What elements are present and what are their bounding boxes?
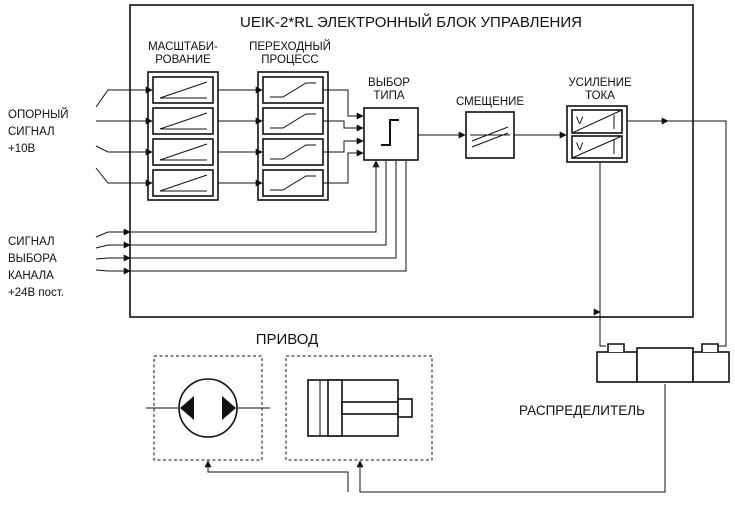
step-ramp-icon <box>270 113 316 129</box>
transition-label-2: ПРОЦЕСС <box>261 54 318 66</box>
valve-label: РАСПРЕДЕЛИТЕЛЬ <box>519 403 645 418</box>
directional-valve <box>596 343 730 383</box>
amplifier-block: УСИЛЕНИЕ ТОКА V V <box>566 77 632 163</box>
transition-block: ПЕРЕХОДНЫЙ ПРОЦЕСС <box>249 40 331 201</box>
reference-signal-label: ОПОРНЫЙ СИГНАЛ +10В <box>8 108 69 155</box>
scaling-block: МАСШТАБИ- РОВАНИЕ <box>147 41 219 201</box>
ref-label-2: СИГНАЛ <box>8 126 55 138</box>
ramp-icon <box>159 143 208 161</box>
ramp-icon <box>159 112 208 130</box>
cylinder-unit <box>285 355 433 461</box>
solenoid-right <box>701 343 719 352</box>
transition-cell-1 <box>262 76 324 104</box>
ramp-icon <box>159 81 208 99</box>
diagram-title: UEIK-2*RL ЭЛЕКТРОННЫЙ БЛОК УПРАВЛЕНИЯ <box>240 13 582 31</box>
ref-label-3: +10В <box>8 143 36 155</box>
valve-section-right <box>692 351 730 383</box>
offset-block: СМЕЩЕНИЕ <box>456 96 524 159</box>
transition-label-1: ПЕРЕХОДНЫЙ <box>249 40 331 53</box>
type-select-label-1: ВЫБОР <box>368 77 410 89</box>
type-select-label-2: ТИПА <box>373 90 405 102</box>
transition-cell-3 <box>262 138 324 166</box>
hydraulic-motor-icon <box>178 378 238 438</box>
scaling-to-transition-lines <box>218 86 263 187</box>
transition-cell-2 <box>262 107 324 135</box>
sel-label-4: +24В пост. <box>8 287 64 299</box>
amp-out-a-line <box>668 120 727 347</box>
cylinder-frame <box>285 355 433 461</box>
amp-out-b-line-2 <box>599 312 606 347</box>
amplifier-label-1: УСИЛЕНИЕ <box>568 77 632 89</box>
step-ramp-icon <box>270 144 316 160</box>
scaling-label-2: РОВАНИЕ <box>155 54 211 66</box>
reference-input-lines <box>95 86 153 187</box>
amplifier-label-2: ТОКА <box>585 90 615 102</box>
scaling-cell-2 <box>152 107 214 135</box>
solenoid-left <box>607 343 625 352</box>
drive-title: ПРИВОД <box>256 331 319 348</box>
valve-section-center <box>636 347 694 383</box>
transition-to-select-lines <box>323 89 364 184</box>
step-ramp-icon <box>270 82 316 98</box>
ref-label-1: ОПОРНЫЙ <box>8 108 69 121</box>
sel-label-1: СИГНАЛ <box>8 236 55 248</box>
type-select-block: ВЫБОР ТИПА <box>363 77 419 161</box>
amplifier-v-1: V <box>576 115 584 127</box>
motor-unit <box>146 355 270 461</box>
offset-label: СМЕЩЕНИЕ <box>456 96 524 108</box>
sel-label-3: КАНАЛА <box>8 270 54 282</box>
valve-to-drive-lines <box>204 384 666 493</box>
scaling-cell-1 <box>152 76 214 104</box>
scaling-cell-3 <box>152 138 214 166</box>
channel-select-lines <box>95 160 407 275</box>
sel-label-2: ВЫБОРА <box>8 253 57 265</box>
transition-cell-4 <box>262 169 324 197</box>
valve-section-left <box>596 351 638 383</box>
scaling-label-1: МАСШТАБИ- <box>148 41 218 53</box>
scaling-cell-4 <box>152 169 214 197</box>
offset-icon <box>470 126 510 148</box>
amplifier-v-2: V <box>576 141 584 153</box>
selector-step-icon <box>381 119 399 146</box>
ramp-icon <box>159 174 208 192</box>
channel-select-label: СИГНАЛ ВЫБОРА КАНАЛА +24В пост. <box>8 236 64 299</box>
step-ramp-icon <box>270 175 316 191</box>
